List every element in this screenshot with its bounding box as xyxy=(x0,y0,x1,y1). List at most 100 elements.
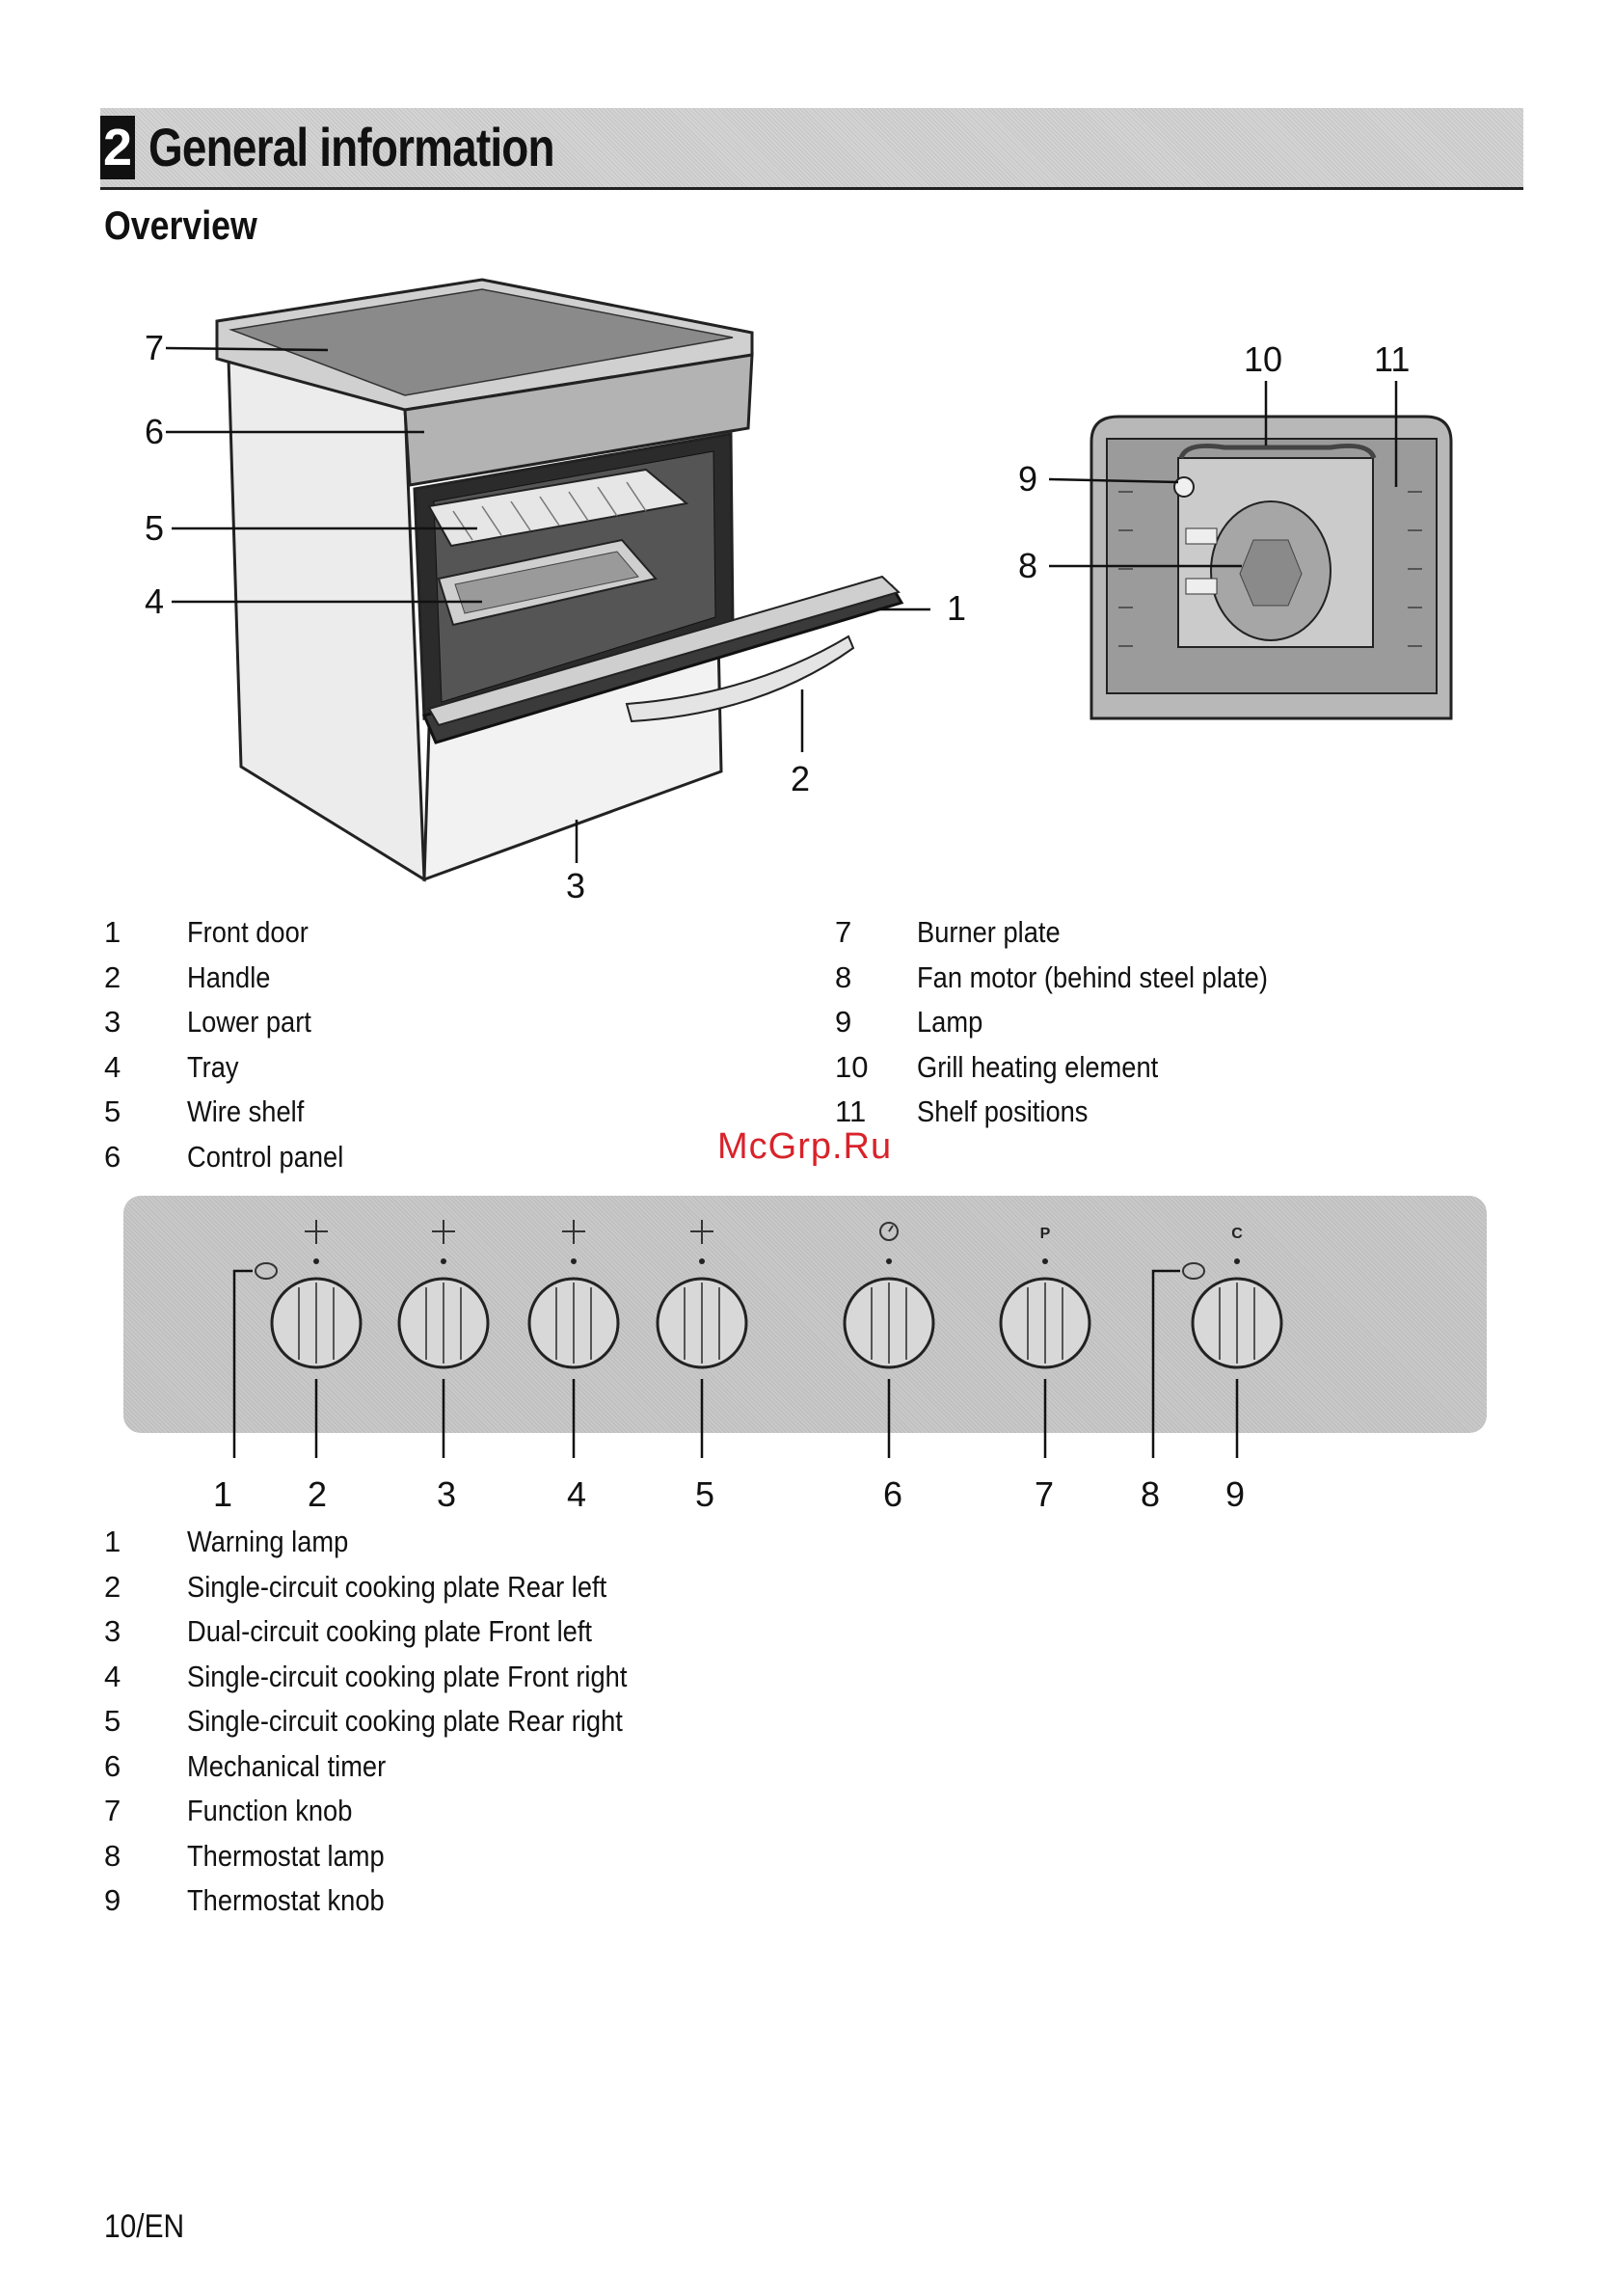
list-item: 3 Dual-circuit cooking plate Front left xyxy=(104,1609,875,1655)
item-label: Single-circuit cooking plate Rear left xyxy=(187,1569,607,1604)
control-panel-illustration: P C 1 2 3 xyxy=(213,1220,1283,1514)
section-title: Overview xyxy=(104,203,257,248)
item-number: 2 xyxy=(104,1569,121,1604)
item-label: Dual-circuit cooking plate Front left xyxy=(187,1614,592,1648)
thermostat-symbol: C xyxy=(1231,1226,1243,1242)
warning-lamp xyxy=(255,1262,278,1280)
page-number: 10/EN xyxy=(104,2208,185,2245)
leader-line-1 xyxy=(232,1269,253,1458)
item-label: Thermostat knob xyxy=(187,1883,385,1917)
oven-callout-4: 4 xyxy=(145,581,164,621)
oven-callout-3: 3 xyxy=(566,866,585,905)
parts-list-right: 7 Burner plate 8 Fan motor (behind steel p… xyxy=(835,910,1510,1135)
item-label: Single-circuit cooking plate Front right xyxy=(187,1659,628,1693)
item-number: 8 xyxy=(835,959,852,994)
list-item: 9 Thermostat knob xyxy=(104,1878,875,1924)
panel-callout-7: 7 xyxy=(1035,1474,1054,1514)
oven-callout-7: 7 xyxy=(145,328,164,367)
item-number: 7 xyxy=(835,915,852,949)
item-label: Handle xyxy=(187,959,271,994)
panel-callout-2: 2 xyxy=(308,1474,327,1514)
item-label: Tray xyxy=(187,1049,239,1084)
list-item: 3 Lower part xyxy=(104,1000,644,1045)
interior-callout-11: 11 xyxy=(1374,339,1410,379)
interior-callout-9: 9 xyxy=(1018,459,1037,499)
item-label: Lamp xyxy=(917,1005,983,1039)
panel-callout-6: 6 xyxy=(883,1474,902,1514)
interior-callout-10: 10 xyxy=(1244,339,1282,379)
item-label: Single-circuit cooking plate Rear right xyxy=(187,1704,623,1738)
item-number: 5 xyxy=(104,1704,121,1738)
oven-callout-5: 5 xyxy=(145,508,164,548)
leader-line-7 xyxy=(165,346,329,352)
watermark: McGrp.Ru xyxy=(717,1126,893,1167)
oven-callout-2: 2 xyxy=(791,759,810,798)
item-label: Fan motor (behind steel plate) xyxy=(917,959,1268,994)
oven-interior-illustration: 9 8 10 11 xyxy=(1018,339,1453,720)
list-item: 8 Thermostat lamp xyxy=(104,1834,875,1879)
list-item: 5 Wire shelf xyxy=(104,1090,644,1135)
list-item: 4 Single-circuit cooking plate Front righ… xyxy=(104,1655,875,1700)
panel-callout-4: 4 xyxy=(567,1474,586,1514)
item-number: 8 xyxy=(104,1838,121,1873)
item-label: Grill heating element xyxy=(917,1049,1159,1084)
thermostat-lamp xyxy=(1182,1262,1205,1280)
panel-callout-5: 5 xyxy=(695,1474,714,1514)
item-label: Mechanical timer xyxy=(187,1748,387,1783)
list-item: 7 Function knob xyxy=(104,1789,875,1834)
item-label: Wire shelf xyxy=(187,1094,305,1128)
item-number: 6 xyxy=(104,1748,121,1783)
item-number: 2 xyxy=(104,959,121,994)
list-item: 11 Shelf positions xyxy=(835,1090,1510,1135)
leader-line-9 xyxy=(1048,477,1179,484)
item-number: 1 xyxy=(104,915,121,949)
item-number: 4 xyxy=(104,1659,121,1693)
list-item: 6 Mechanical timer xyxy=(104,1744,875,1790)
item-number: 4 xyxy=(104,1049,121,1084)
panel-callout-3: 3 xyxy=(437,1474,456,1514)
parts-list-left: 1 Front door 2 Handle 3 Lower part 4 Tray 5 W… xyxy=(104,910,644,1179)
chapter-header: 2 General information xyxy=(100,108,1523,190)
oven-callout-6: 6 xyxy=(145,412,164,451)
chapter-title: General information xyxy=(148,117,555,177)
list-item: 1 Warning lamp xyxy=(104,1520,875,1565)
item-label: Burner plate xyxy=(917,915,1061,949)
list-item: 10 Grill heating element xyxy=(835,1045,1510,1091)
list-item: 1 Front door xyxy=(104,910,644,956)
item-number: 5 xyxy=(104,1094,121,1128)
panel-callout-8: 8 xyxy=(1141,1474,1160,1514)
item-number: 11 xyxy=(835,1094,867,1128)
item-label: Control panel xyxy=(187,1139,344,1174)
list-item: 4 Tray xyxy=(104,1045,644,1091)
list-item: 8 Fan motor (behind steel plate) xyxy=(835,956,1510,1001)
list-item: 2 Handle xyxy=(104,956,644,1001)
item-number: 9 xyxy=(104,1883,121,1917)
panel-callout-1: 1 xyxy=(213,1474,232,1514)
item-label: Warning lamp xyxy=(187,1525,349,1558)
oven-illustration: 7 6 5 4 1 2 3 xyxy=(145,278,966,905)
item-label: Function knob xyxy=(187,1794,353,1827)
interior-callout-8: 8 xyxy=(1018,546,1037,585)
panel-callout-9: 9 xyxy=(1225,1474,1245,1514)
oven-callout-1: 1 xyxy=(947,588,966,628)
function-symbol: P xyxy=(1040,1226,1051,1242)
item-label: Thermostat lamp xyxy=(187,1838,385,1873)
list-item: 2 Single-circuit cooking plate Rear left xyxy=(104,1565,875,1610)
item-number: 7 xyxy=(104,1794,121,1827)
item-number: 9 xyxy=(835,1005,852,1039)
item-number: 3 xyxy=(104,1614,121,1648)
item-number: 6 xyxy=(104,1139,121,1174)
list-item: 5 Single-circuit cooking plate Rear right xyxy=(104,1699,875,1744)
item-number: 1 xyxy=(104,1525,121,1558)
list-item: 9 Lamp xyxy=(835,1000,1510,1045)
item-number: 3 xyxy=(104,1005,121,1039)
list-item: 7 Burner plate xyxy=(835,910,1510,956)
item-label: Shelf positions xyxy=(917,1094,1089,1128)
item-label: Front door xyxy=(187,915,309,949)
leader-line-8 xyxy=(1151,1269,1180,1458)
item-number: 10 xyxy=(835,1049,869,1084)
list-item: 6 Control panel xyxy=(104,1135,644,1180)
chapter-number: 2 xyxy=(100,116,135,179)
item-label: Lower part xyxy=(187,1005,311,1039)
